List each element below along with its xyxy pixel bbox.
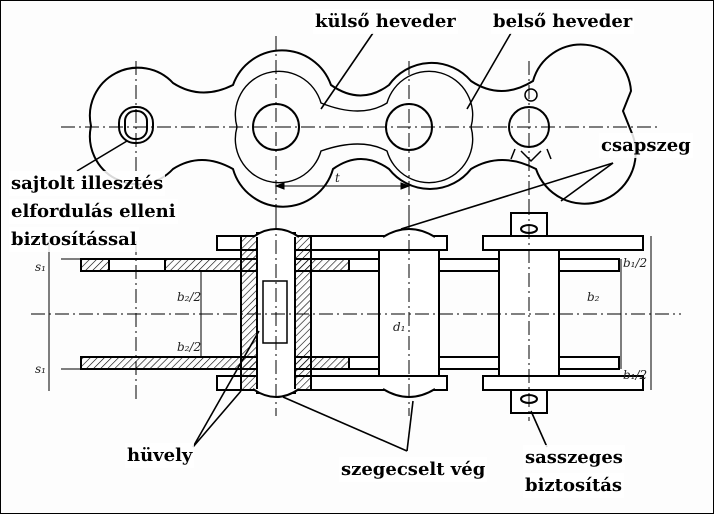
label-press-fit-1: sajtolt illesztés	[9, 171, 166, 196]
dim-s1-top: s₁	[35, 260, 46, 274]
chain-section-view	[80, 212, 644, 414]
chain-side-view	[88, 43, 637, 208]
dim-b2: b₂	[587, 290, 600, 304]
dim-half-inner-bottom: b₂/2	[177, 340, 201, 354]
label-pin: csapszeg	[599, 133, 693, 158]
dim-half-outer-top: b₁/2	[623, 256, 647, 270]
label-cotter-2: biztosítás	[523, 473, 625, 498]
dim-d1: d₁	[393, 320, 406, 334]
label-outer-plate: külső heveder	[313, 9, 458, 34]
label-bushing: hüvely	[125, 443, 195, 468]
label-inner-plate: belső heveder	[491, 9, 635, 34]
dim-half-outer-bottom: b₁/2	[623, 368, 647, 382]
dim-half-inner-top: b₂/2	[177, 290, 201, 304]
label-riveted-end: szegecselt vég	[339, 457, 488, 482]
label-press-fit-3: biztosítással	[9, 227, 139, 252]
label-cotter-1: sasszeges	[523, 445, 625, 470]
label-press-fit-2: elfordulás elleni	[9, 199, 178, 224]
dim-s1-bottom: s₁	[35, 362, 46, 376]
dim-pitch: t	[335, 171, 340, 185]
outer-plate-outline	[88, 43, 637, 208]
